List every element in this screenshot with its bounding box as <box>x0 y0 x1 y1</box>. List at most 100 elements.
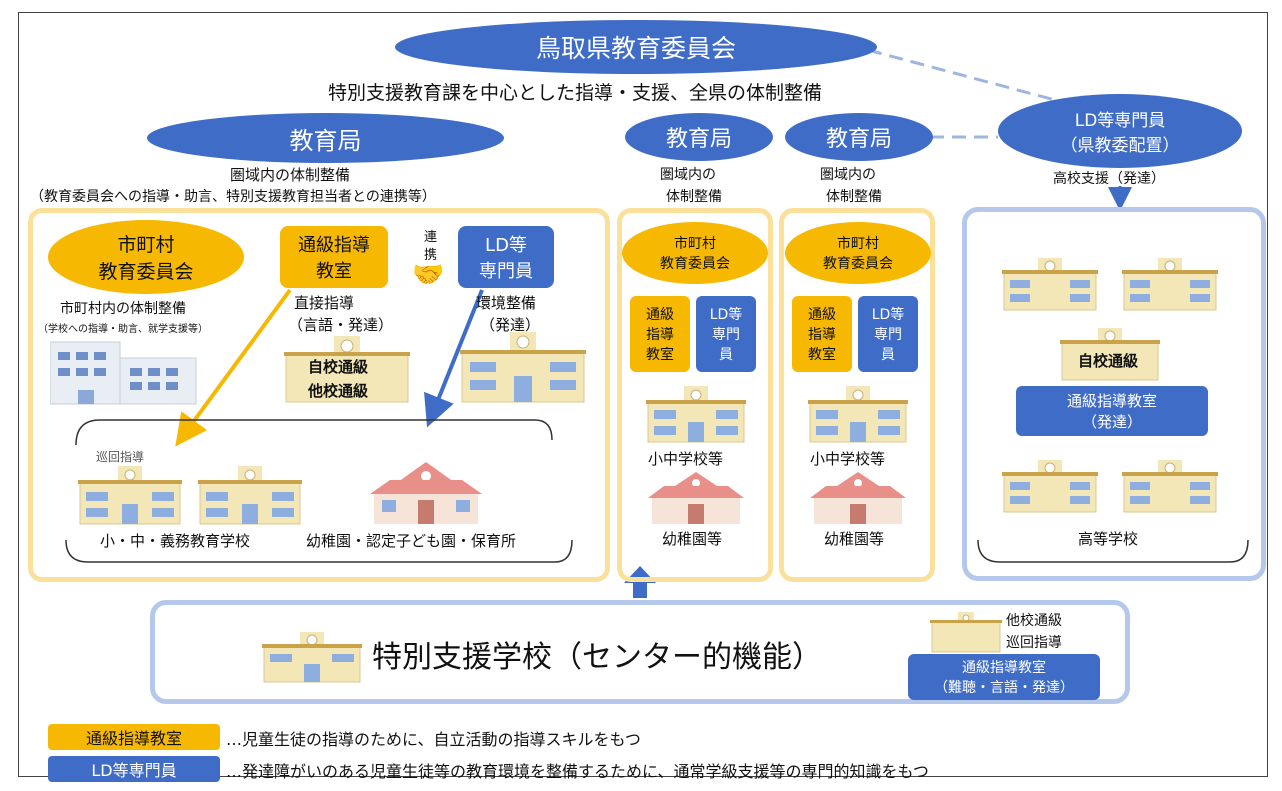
edu-office-3-desc2: 体制整備 <box>826 189 882 205</box>
school-building-icon <box>1060 328 1160 381</box>
area2-ld-tag: LD等 専門 員 <box>696 296 756 372</box>
area3-ld-l3: 員 <box>881 347 895 363</box>
municipal-office-building-icon <box>50 341 197 405</box>
edu-office-main-desc2: （教育委員会への指導・助言、特別支援教育担当者との連携等） <box>30 189 436 205</box>
edu-office-main-label: 教育局 <box>289 126 362 155</box>
area1-schools-label: 小・中・義務教育学校 <box>100 532 251 550</box>
bracket-area1-top <box>75 419 553 446</box>
edu-office-2-label: 教育局 <box>665 127 732 152</box>
area3-tsukyu-l3: 教室 <box>808 347 836 363</box>
special-room-l1: 通級指導教室 <box>962 660 1046 676</box>
special-school-box <box>150 600 1130 704</box>
area2-ld-l1: LD等 <box>709 307 743 323</box>
area1-muni-desc: 市町村内の体制整備 <box>60 301 186 317</box>
arrow-ld-to-env <box>424 289 484 428</box>
area2-ld-l3: 員 <box>719 347 733 363</box>
area3-muni-l2: 教育委員会 <box>823 256 893 272</box>
ld-specialist-ellipse: LD等専門員 （県教委配置） <box>998 94 1242 168</box>
prefecture-board-ellipse: 鳥取県教育委員会 <box>395 20 877 74</box>
school-building-icon <box>284 336 410 403</box>
school-building-icon <box>1122 258 1218 311</box>
school-building-icon <box>198 466 302 525</box>
area2-schools-label: 小中学校等 <box>648 450 724 468</box>
area3-ld-l1: LD等 <box>871 307 905 323</box>
school-building-icon <box>930 612 1002 653</box>
diagram-frame <box>18 12 1268 777</box>
area3-muni-board-ellipse: 市町村 教育委員会 <box>785 222 931 284</box>
area1-tsukyu-l2: 教室 <box>316 261 352 282</box>
special-school-other: 他校通級 <box>1006 613 1062 629</box>
kindergarten-building-icon <box>370 462 482 524</box>
arrow-tsukyu-to-junkai <box>175 288 292 447</box>
edu-office-main-ellipse: 教育局 <box>147 113 504 163</box>
kindergarten-building-icon <box>810 472 906 524</box>
area1-direct-sub: （言語・発達） <box>288 316 394 334</box>
area1-muni-desc-small: （学校への指導・助言、就学支援等） <box>38 324 208 335</box>
bracket-area4 <box>977 539 1249 563</box>
special-room-l2: （難聴・言語・発達） <box>934 680 1074 696</box>
area1-muni-board-l2: 教育委員会 <box>98 261 194 283</box>
edu-office-2-desc2: 体制整備 <box>666 189 722 205</box>
area4-tsukyu-room-tag: 通級指導教室 （発達） <box>1016 386 1208 436</box>
area2-kinder-label: 幼稚園等 <box>662 530 723 548</box>
school-building-icon <box>262 632 362 683</box>
special-school-junkai: 巡回指導 <box>1006 635 1062 651</box>
legend-tsukyu-desc: …児童生徒の指導のために、自立活動の指導スキルをもつ <box>226 730 641 749</box>
renkei-l2: 携 <box>424 248 438 263</box>
area4-highschool-label: 高等学校 <box>1078 530 1139 548</box>
area1-muni-board-l1: 市町村 <box>117 234 175 256</box>
area4-room-l1: 通級指導教室 <box>1066 392 1157 410</box>
area1-env-sub: （発達） <box>480 316 541 334</box>
area2-muni-board-ellipse: 市町村 教育委員会 <box>622 222 768 284</box>
area3-ld-tag: LD等 専門 員 <box>858 296 918 372</box>
area3-tsukyu-l2: 指導 <box>808 327 836 343</box>
special-school-room-tag: 通級指導教室 （難聴・言語・発達） <box>908 654 1100 700</box>
area3-schools-label: 小中学校等 <box>810 450 886 468</box>
area1-junkai-label: 巡回指導 <box>96 450 145 464</box>
bracket-area1-bottom <box>65 539 573 563</box>
area3-muni-l1: 市町村 <box>837 236 879 252</box>
school-building-icon <box>808 386 908 443</box>
area4-box <box>962 207 1266 581</box>
area1-ld-l1: LD等 <box>485 235 527 256</box>
area1-direct-label: 直接指導 <box>294 294 355 312</box>
area2-tsukyu-tag: 通級 指導 教室 <box>630 296 690 372</box>
edu-office-3-ellipse: 教育局 <box>785 113 933 161</box>
area2-box <box>617 208 773 582</box>
area1-tsukyu-room-tag: 通級指導 教室 <box>280 226 388 288</box>
area3-tsukyu-l1: 通級 <box>808 307 836 323</box>
legend-ld-desc: …発達障がいのある児童生徒等の教育環境を整備するために、通常学級支援等の専門的知… <box>226 762 929 781</box>
school-building-icon <box>646 386 746 443</box>
school-building-icon <box>1002 460 1098 513</box>
edu-office-3-desc1: 圏域内の <box>820 167 876 183</box>
ld-specialist-line1: LD等専門員 <box>1074 111 1166 131</box>
school-building-icon <box>1002 258 1098 311</box>
area1-other-school: 他校通級 <box>308 382 369 400</box>
edu-office-3-label: 教育局 <box>825 127 892 152</box>
prefecture-board-label: 鳥取県教育委員会 <box>535 34 736 63</box>
school-building-icon <box>460 332 586 403</box>
area1-tsukyu-l1: 通級指導 <box>298 235 370 256</box>
kindergarten-building-icon <box>648 472 744 524</box>
prefecture-subtitle: 特別支援教育課を中心とした指導・支援、全県の体制整備 <box>328 82 823 104</box>
school-building-icon <box>1122 460 1218 513</box>
special-school-name: 特別支援学校（センター的機能） <box>372 640 822 675</box>
area2-tsukyu-l2: 指導 <box>646 327 674 343</box>
ld-specialist-line2: （県教委配置） <box>1060 136 1180 156</box>
area1-self-school: 自校通級 <box>308 358 369 376</box>
area1-muni-board-ellipse: 市町村 教育委員会 <box>48 220 244 294</box>
area4-room-l2: （発達） <box>1081 413 1142 431</box>
edu-office-2-desc1: 圏域内の <box>660 167 716 183</box>
area1-ld-l2: 専門員 <box>479 261 533 282</box>
area4-self-school: 自校通級 <box>1078 352 1139 370</box>
area2-tsukyu-l3: 教室 <box>646 347 674 363</box>
area2-tsukyu-l1: 通級 <box>646 307 674 323</box>
area3-box <box>779 208 935 582</box>
area1-box <box>28 208 610 582</box>
area1-env-label: 環境整備 <box>476 294 537 312</box>
area2-ld-l2: 専門 <box>712 327 740 343</box>
legend-tsukyu-label: 通級指導教室 <box>85 729 182 748</box>
area1-ld-specialist-tag: LD等 専門員 <box>458 226 554 288</box>
legend-tsukyu-tag: 通級指導教室 <box>48 724 220 750</box>
